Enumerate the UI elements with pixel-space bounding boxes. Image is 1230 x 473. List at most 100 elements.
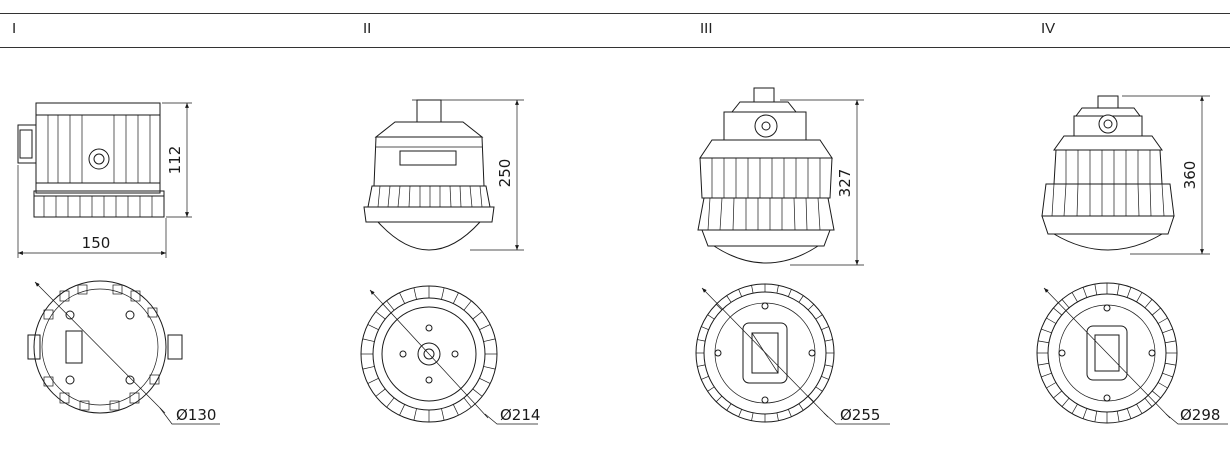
dim-ii-height: 250 bbox=[496, 159, 514, 188]
fin-line bbox=[701, 376, 709, 380]
fin-line bbox=[413, 408, 417, 421]
fin-line bbox=[452, 404, 459, 416]
fin-line bbox=[776, 412, 779, 421]
fin-line bbox=[1116, 411, 1120, 422]
fin-line bbox=[697, 364, 706, 367]
dim-ii-diameter: Ø214 bbox=[500, 406, 540, 424]
fin-line bbox=[807, 395, 815, 403]
fin-line bbox=[362, 338, 375, 342]
fin-line bbox=[1157, 382, 1168, 389]
fin-line bbox=[1041, 372, 1052, 378]
fin-line bbox=[726, 403, 732, 411]
fin-line bbox=[483, 338, 496, 342]
fin-line bbox=[824, 364, 833, 367]
luminaire-i-side-view: 112 150 bbox=[17, 102, 192, 258]
fin-line bbox=[1144, 299, 1153, 309]
fin-line bbox=[1151, 390, 1161, 399]
fin-line bbox=[1162, 328, 1173, 334]
fin-line bbox=[386, 397, 395, 408]
fin-line bbox=[751, 412, 754, 421]
header-top-rule bbox=[0, 13, 1230, 14]
fin-line bbox=[738, 409, 742, 417]
fin-line bbox=[1157, 317, 1168, 324]
luminaire-iv-side-view: 360 bbox=[1041, 95, 1210, 255]
fin-line bbox=[807, 303, 815, 311]
fin-line bbox=[479, 324, 491, 331]
fin-line bbox=[399, 404, 406, 416]
fin-line bbox=[788, 289, 792, 297]
fin-line bbox=[1041, 328, 1052, 334]
fin-line bbox=[1053, 390, 1063, 399]
fin-line bbox=[738, 289, 742, 297]
fin-line bbox=[821, 326, 829, 330]
fin-line bbox=[1136, 403, 1143, 414]
fin-line bbox=[367, 377, 379, 384]
luminaire-iii-top-view: Ø255 bbox=[695, 283, 890, 425]
luminaire-iv-top-view: Ø298 bbox=[1036, 282, 1228, 425]
dim-i-diameter: Ø130 bbox=[176, 406, 216, 424]
fin-line bbox=[715, 303, 723, 311]
fin-line bbox=[1038, 340, 1049, 344]
fin-line bbox=[1136, 292, 1143, 303]
fin-line bbox=[751, 285, 754, 294]
fin-line bbox=[726, 295, 732, 303]
fin-line bbox=[1071, 292, 1078, 303]
column-label-iii: III bbox=[700, 20, 713, 37]
radial-fins bbox=[1037, 283, 1177, 423]
fin-line bbox=[1053, 307, 1063, 316]
fin-line bbox=[824, 339, 833, 342]
fin-line bbox=[815, 314, 823, 320]
fin-line bbox=[798, 403, 804, 411]
fin-line bbox=[399, 292, 406, 304]
fin-line bbox=[375, 311, 386, 320]
luminaire-ii-top-view: Ø214 bbox=[360, 285, 540, 425]
column-label-i: I bbox=[12, 20, 17, 37]
fin-line bbox=[472, 311, 483, 320]
fin-line bbox=[386, 300, 395, 311]
fin-line bbox=[1038, 362, 1049, 366]
dim-iii-height: 327 bbox=[836, 169, 854, 198]
dim-iv-height: 360 bbox=[1181, 161, 1199, 190]
fin-line bbox=[701, 326, 709, 330]
fin-line bbox=[715, 395, 723, 403]
fin-line bbox=[452, 292, 459, 304]
fin-line bbox=[479, 377, 491, 384]
fin-line bbox=[776, 285, 779, 294]
fin-line bbox=[1094, 411, 1098, 422]
fin-line bbox=[413, 287, 417, 300]
fin-line bbox=[441, 287, 445, 300]
fin-line bbox=[375, 388, 386, 397]
luminaire-i-top-view: Ø130 bbox=[27, 280, 220, 425]
fin-line bbox=[707, 314, 715, 320]
fin-line bbox=[697, 339, 706, 342]
header-bottom-rule bbox=[0, 47, 1230, 48]
luminaire-iii-side-view: 327 bbox=[697, 87, 864, 266]
fin-line bbox=[362, 366, 375, 370]
fin-line bbox=[1061, 299, 1070, 309]
fin-line bbox=[815, 386, 823, 392]
fin-line bbox=[1165, 362, 1176, 366]
fin-line bbox=[1046, 382, 1057, 389]
column-label-ii: II bbox=[363, 20, 372, 37]
fin-line bbox=[1082, 408, 1088, 419]
dim-i-height: 112 bbox=[166, 146, 184, 175]
fin-line bbox=[707, 386, 715, 392]
fin-line bbox=[463, 300, 472, 311]
fin-line bbox=[1094, 284, 1098, 295]
fin-line bbox=[1116, 284, 1120, 295]
fin-line bbox=[1144, 397, 1153, 407]
fin-line bbox=[1165, 340, 1176, 344]
fin-line bbox=[1082, 287, 1088, 298]
dim-iii-diameter: Ø255 bbox=[840, 406, 880, 424]
fin-line bbox=[788, 409, 792, 417]
fin-line bbox=[1061, 397, 1070, 407]
fin-line bbox=[367, 324, 379, 331]
radial-fins bbox=[361, 286, 497, 422]
radial-fins bbox=[696, 284, 834, 422]
fin-line bbox=[821, 376, 829, 380]
fin-line bbox=[798, 295, 804, 303]
fin-line bbox=[441, 408, 445, 421]
fin-line bbox=[483, 366, 496, 370]
fin-line bbox=[1046, 317, 1057, 324]
